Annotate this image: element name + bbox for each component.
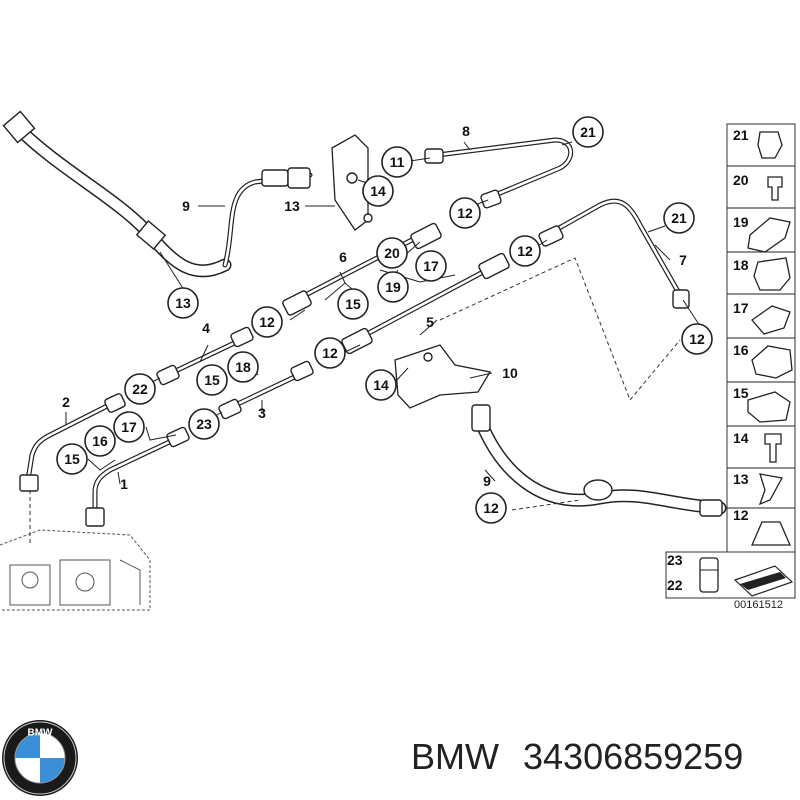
callout-13-a: 13 <box>167 287 199 319</box>
legend-row-18: 18 <box>733 257 791 291</box>
svg-text:15: 15 <box>64 451 80 467</box>
svg-text:22: 22 <box>667 577 683 593</box>
svg-text:20: 20 <box>733 172 749 188</box>
bmw-logo: BMW <box>2 720 78 796</box>
legend-row-16: 16 <box>733 342 793 379</box>
callout-18: 18 <box>227 351 259 383</box>
svg-text:18: 18 <box>235 359 251 375</box>
callout-16: 16 <box>84 425 116 457</box>
legend-row-13: 13 <box>733 471 784 506</box>
legend-row-17: 17 <box>733 300 791 335</box>
callout-17-a: 17 <box>415 250 447 282</box>
callout-13-b: 12 <box>475 492 507 524</box>
svg-text:23: 23 <box>667 552 683 568</box>
svg-text:12: 12 <box>517 243 533 259</box>
svg-text:18: 18 <box>733 257 749 273</box>
svg-text:15: 15 <box>204 372 220 388</box>
callout-3: 3 <box>258 405 266 421</box>
legend-row-14: 14 <box>733 430 782 463</box>
callout-19: 19 <box>377 271 409 303</box>
callout-12-b: 12 <box>449 197 481 229</box>
callout-labels: 8 9 13 6 7 4 5 10 3 2 1 9 <box>62 123 687 492</box>
callout-8: 8 <box>462 123 470 139</box>
legend-row-19: 19 <box>733 214 791 253</box>
svg-text:12: 12 <box>689 331 705 347</box>
abs-unit-sketch <box>0 529 151 611</box>
callout-12-c: 12 <box>509 235 541 267</box>
svg-text:20: 20 <box>384 245 400 261</box>
svg-text:21: 21 <box>671 210 687 226</box>
callout-9-upper: 9 <box>182 198 190 214</box>
svg-text:13: 13 <box>733 471 749 487</box>
callout-10: 10 <box>502 365 518 381</box>
callout-4: 4 <box>202 320 210 336</box>
svg-text:21: 21 <box>580 124 596 140</box>
callout-2: 2 <box>62 394 70 410</box>
legend-row-12: 12 <box>733 507 791 546</box>
svg-text:12: 12 <box>457 205 473 221</box>
legend-row-23-22: 23 22 <box>667 552 794 597</box>
svg-text:21: 21 <box>733 127 749 143</box>
svg-text:14: 14 <box>373 377 389 393</box>
brackets <box>331 134 492 409</box>
svg-text:17: 17 <box>423 258 439 274</box>
svg-text:22: 22 <box>132 381 148 397</box>
dashed-guides <box>29 257 681 545</box>
svg-text:15: 15 <box>733 385 749 401</box>
callout-14-b: 14 <box>365 369 397 401</box>
callout-9-lower: 9 <box>483 473 491 489</box>
svg-text:23: 23 <box>196 416 212 432</box>
legend-row-21: 21 <box>733 127 783 159</box>
svg-text:16: 16 <box>92 433 108 449</box>
svg-text:12: 12 <box>483 500 499 516</box>
legend-row-15: 15 <box>733 385 791 423</box>
callout-23: 23 <box>188 408 220 440</box>
parts-legend: 21 20 19 18 17 16 15 <box>665 123 796 611</box>
callout-11: 13 <box>284 198 300 214</box>
svg-text:17: 17 <box>733 300 749 316</box>
callout-15-c: 15 <box>56 443 88 475</box>
svg-text:16: 16 <box>733 342 749 358</box>
svg-text:14: 14 <box>733 430 749 446</box>
callout-12-e: 12 <box>681 323 713 355</box>
callout-bubbles: 21 11 14 12 21 20 12 17 19 13 15 12 12 1… <box>56 116 713 524</box>
callout-7: 7 <box>679 252 687 268</box>
svg-text:17: 17 <box>121 419 137 435</box>
callout-6: 6 <box>339 249 347 265</box>
callout-17-b: 17 <box>113 411 145 443</box>
callout-5: 5 <box>426 314 434 330</box>
callout-20: 20 <box>376 237 408 269</box>
part-number: 34306859259 <box>523 736 744 777</box>
reference-code: 00161512 <box>734 599 783 611</box>
callout-14-a: 14 <box>362 175 394 207</box>
svg-text:19: 19 <box>733 214 749 230</box>
callout-21-mid: 21 <box>663 202 695 234</box>
brake-lines <box>2 110 727 527</box>
brand-name: BMW <box>411 736 499 777</box>
callout-22: 22 <box>124 373 156 405</box>
svg-text:12: 12 <box>259 314 275 330</box>
legend-row-20: 20 <box>733 172 783 201</box>
bmw-logo-letters: BMW <box>28 728 54 739</box>
part-caption: BMW 34306859259 <box>411 736 743 778</box>
callout-1: 1 <box>120 476 128 492</box>
callout-12-d: 12 <box>251 306 283 338</box>
callout-12-f: 12 <box>314 337 346 369</box>
svg-text:12: 12 <box>733 507 749 523</box>
svg-text:13: 13 <box>175 295 191 311</box>
callout-21-top: 21 <box>572 116 604 148</box>
svg-text:15: 15 <box>345 296 361 312</box>
svg-text:14: 14 <box>370 183 386 199</box>
svg-text:12: 12 <box>322 345 338 361</box>
callout-15-b: 15 <box>196 364 228 396</box>
svg-text:11: 11 <box>390 154 405 170</box>
callout-12-a: 11 <box>381 146 413 178</box>
callout-15-a: 15 <box>337 288 369 320</box>
svg-text:19: 19 <box>385 279 401 295</box>
